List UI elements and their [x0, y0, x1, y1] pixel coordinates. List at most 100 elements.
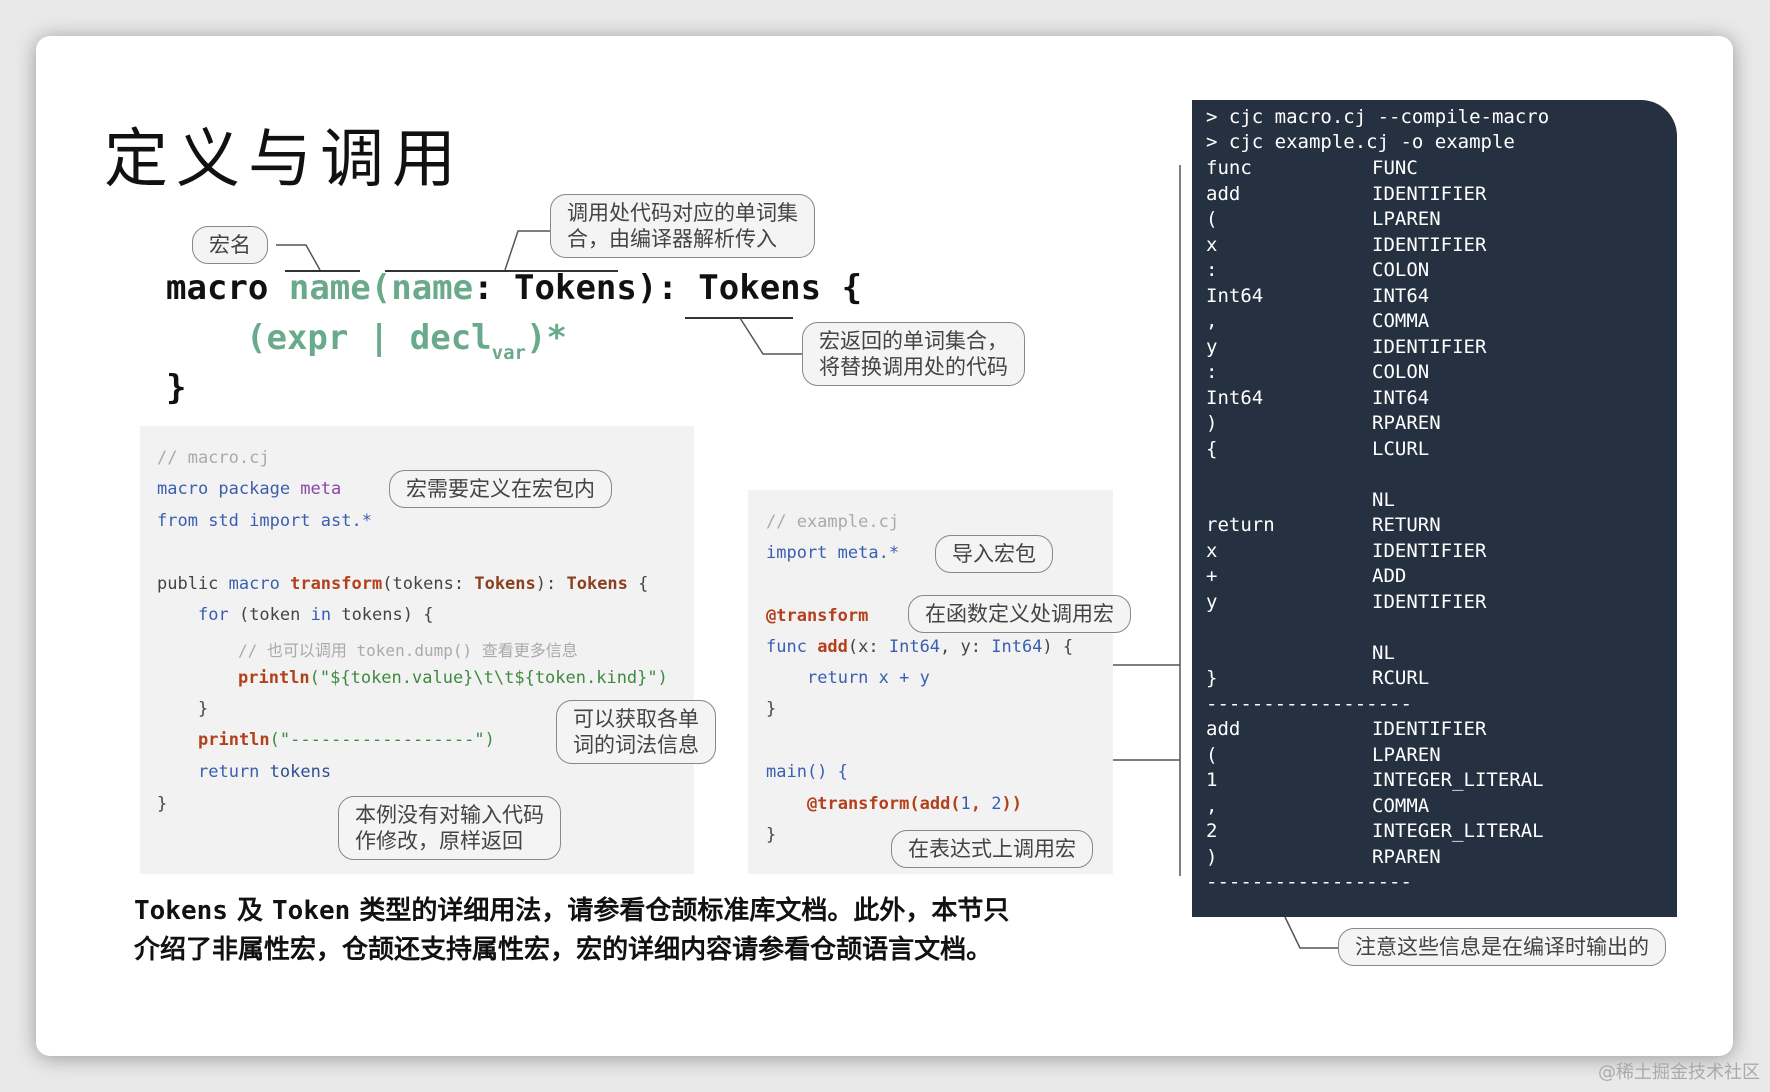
code-line: } [198, 699, 209, 719]
token-kind: IDENTIFIER [1372, 335, 1487, 358]
code-text: public [157, 574, 229, 594]
token-kind: COLON [1372, 361, 1430, 383]
token-value: add [1206, 182, 1241, 205]
code-line: println("${token.value}\t\t${token.kind}… [238, 668, 668, 688]
note-text: 类型的详细用法，请参看仓颉标准库文档。此外，本节只 [350, 896, 1010, 926]
token-kind: IDENTIFIER [1372, 590, 1487, 613]
code-line: for (token in tokens) { [198, 605, 433, 625]
token-kind: NL [1372, 641, 1395, 664]
callout-line: 宏返回的单词集合， [819, 329, 1008, 353]
token-value: ( [1206, 208, 1218, 230]
signature-close: ): [636, 268, 699, 308]
token-kind: RPAREN [1372, 412, 1441, 434]
code-line: println("------------------") [198, 730, 495, 750]
code-text: tokens) { [331, 605, 434, 625]
token-kind: LCURL [1372, 437, 1430, 460]
code-comment: // 也可以调用 token.dump() 查看更多信息 [238, 641, 578, 660]
macro-body-grammar: (expr | declvar)* [246, 318, 567, 364]
token-value: , [1206, 310, 1218, 332]
watermark: @稀土掘金技术社区 [1598, 1062, 1760, 1083]
callout-return-unchanged: 本例没有对输入代码作修改，原样返回 [338, 796, 561, 860]
code-line: main() { [766, 762, 848, 782]
callout-macro-name: 宏名 [192, 226, 268, 264]
code-keyword: func [766, 637, 807, 657]
token-kind: NL [1372, 488, 1395, 511]
code-text: (x: [847, 637, 889, 657]
code-line: } [157, 794, 168, 814]
code-annotation: @transform [766, 606, 869, 626]
code-line: from std import ast.* [157, 511, 372, 531]
callout-line: 合，由编译器解析传入 [567, 227, 777, 251]
token-kind: IDENTIFIER [1372, 233, 1487, 256]
token-value: add [1206, 718, 1241, 740]
code-number: 2 [991, 794, 1002, 814]
token-value: return [1206, 514, 1275, 536]
token-kind: INTEGER_LITERAL [1372, 769, 1544, 791]
callout-line: 作修改，原样返回 [355, 829, 523, 853]
token-value: { [1206, 437, 1218, 460]
token-kind: RCURL [1372, 667, 1430, 689]
code-keyword: macro package [157, 479, 291, 499]
callout-line: 可以获取各单 [573, 707, 699, 731]
code-text: { [627, 574, 649, 594]
token-value: Int64 [1206, 284, 1264, 307]
body-grammar-sub: var [491, 342, 526, 364]
code-function: transform [290, 574, 383, 594]
code-line: return tokens [198, 762, 331, 782]
param-name: name [391, 268, 474, 308]
code-string: ("${token.value}\t\t${token.kind}") [309, 668, 668, 688]
note-code: Tokens [134, 896, 228, 926]
callout-compile-time: 注意这些信息是在编译时输出的 [1338, 928, 1666, 966]
code-keyword: return [807, 668, 869, 688]
code-comment: // macro.cj [157, 448, 270, 468]
macro-keyword: macro [166, 268, 269, 308]
macro-signature: macro name(name: Tokens): Tokens { [166, 268, 862, 308]
code-text: std import ast.* [197, 511, 372, 531]
code-text: , [970, 794, 992, 814]
code-line: func add(x: Int64, y: Int64) { [766, 637, 1073, 657]
token-value: ------------------ [1206, 692, 1412, 715]
code-line: } [766, 699, 777, 719]
token-value: func [1206, 157, 1252, 179]
token-kind: COMMA [1372, 310, 1430, 332]
token-kind: FUNC [1372, 157, 1418, 179]
code-function: add [806, 637, 848, 657]
code-line: } [766, 825, 777, 845]
code-function: println [198, 730, 270, 750]
note-line: Tokens 及 Token 类型的详细用法，请参看仓颉标准库文档。此外，本节只 [134, 892, 1009, 931]
code-text: x + y [868, 668, 930, 688]
return-type: Tokens [698, 268, 822, 308]
body-grammar-close: )* [525, 318, 567, 358]
code-text: )) [1001, 794, 1023, 814]
code-function: println [238, 668, 310, 688]
code-line: macro package meta [157, 479, 341, 499]
token-value: } [1206, 667, 1218, 689]
note-text: 及 [227, 896, 273, 926]
token-kind: IDENTIFIER [1372, 718, 1487, 740]
token-value: x [1206, 539, 1218, 562]
code-text: , y: [940, 637, 992, 657]
token-value: + [1206, 565, 1218, 587]
code-text: ): [535, 574, 567, 594]
note-text: ，仓颉还支持 [316, 935, 473, 965]
token-value: x [1206, 233, 1218, 256]
token-value: ) [1206, 412, 1218, 434]
code-text: meta.* [827, 543, 900, 563]
signature-brace: { [821, 268, 863, 308]
signature-close-brace: } [166, 368, 187, 408]
code-comment: // example.cj [766, 512, 900, 532]
token-kind: ADD [1372, 565, 1407, 587]
code-line: public macro transform(tokens: Tokens): … [157, 574, 648, 594]
callout-tokens-out: 宏返回的单词集合，将替换调用处的代码 [802, 322, 1025, 386]
token-kind: COMMA [1372, 794, 1430, 817]
token-kind: INT64 [1372, 386, 1430, 409]
token-value: ------------------ [1206, 871, 1412, 893]
callout-line: 词的词法信息 [573, 733, 699, 757]
token-value: 2 [1206, 820, 1218, 842]
code-type: Tokens [474, 574, 536, 594]
token-kind: RPAREN [1372, 845, 1441, 868]
terminal-command: > cjc macro.cj --compile-macro [1206, 106, 1550, 128]
token-kind: INTEGER_LITERAL [1372, 820, 1544, 842]
code-string: ("------------------") [269, 730, 495, 750]
callout-lexical-info: 可以获取各单词的词法信息 [556, 700, 716, 764]
